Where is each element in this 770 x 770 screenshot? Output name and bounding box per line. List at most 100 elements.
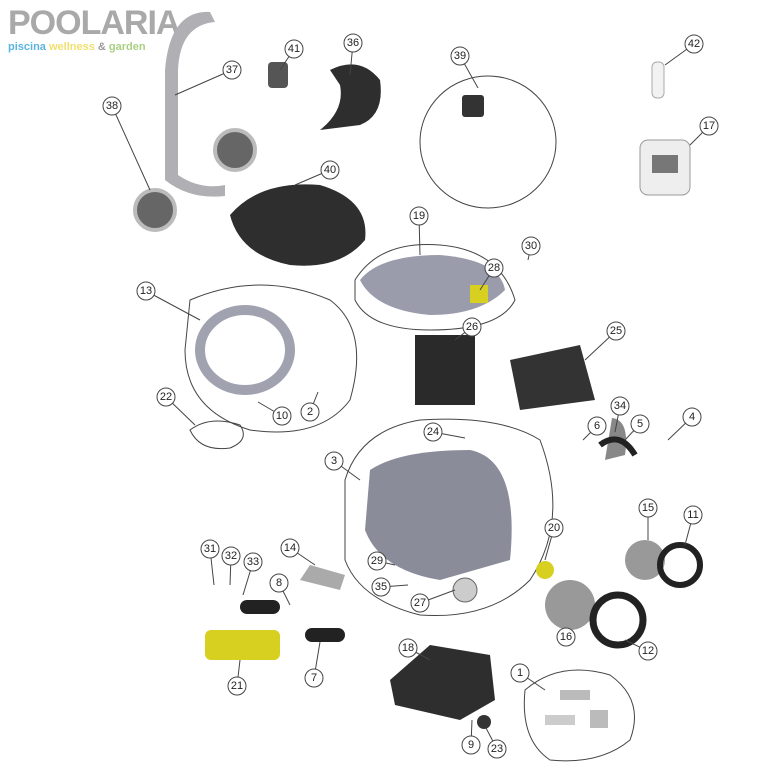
washer-part <box>477 715 491 729</box>
callout-8: 8 <box>269 573 291 606</box>
callout-circle <box>280 538 300 558</box>
callout-circle <box>371 577 391 597</box>
callout-circle <box>343 33 363 53</box>
wheel-15-part <box>625 540 665 580</box>
callout-number: 6 <box>594 420 600 432</box>
callout-circle <box>243 552 263 572</box>
callout-circle <box>324 451 344 471</box>
callout-number: 17 <box>703 120 715 132</box>
logo-tagline: piscina wellness & garden <box>8 41 146 53</box>
callout-number: 30 <box>525 240 537 252</box>
callout-circle <box>102 96 122 116</box>
callout-42: 42 <box>664 34 704 66</box>
callout-39: 39 <box>450 46 479 89</box>
callout-circle <box>410 593 430 613</box>
callout-number: 8 <box>276 577 282 589</box>
track-11-part <box>657 542 703 588</box>
callout-number: 29 <box>371 555 383 567</box>
callout-number: 7 <box>311 672 317 684</box>
switch-part <box>470 285 488 303</box>
callout-circle <box>461 735 481 755</box>
callout-circle <box>638 641 658 661</box>
gear-part <box>536 561 554 579</box>
bubble-13 <box>184 284 358 433</box>
filter-part <box>415 335 475 405</box>
callout-circle <box>304 668 324 688</box>
clip-part <box>268 62 288 88</box>
callout-37: 37 <box>174 60 242 96</box>
callout-circle <box>484 258 504 278</box>
callout-6: 6 <box>582 416 607 441</box>
callout-circle <box>544 518 564 538</box>
callout-number: 5 <box>637 418 643 430</box>
callout-circle <box>227 676 247 696</box>
callout-circle <box>556 627 576 647</box>
callout-11: 11 <box>683 505 703 546</box>
callout-22: 22 <box>156 387 196 426</box>
callout-36: 36 <box>343 33 363 76</box>
pulley-part <box>452 577 478 603</box>
callout-circle <box>638 498 658 518</box>
callout-16: 16 <box>556 627 576 647</box>
callout-number: 34 <box>614 400 626 412</box>
wheel-16-part <box>545 580 595 630</box>
power-supply-panel <box>652 155 678 173</box>
callout-circle <box>682 407 702 427</box>
callout-18: 18 <box>398 638 431 661</box>
callout-9: 9 <box>461 719 481 755</box>
leader-line <box>174 69 233 96</box>
caddy-base-part <box>230 184 366 266</box>
callout-circle <box>521 236 541 256</box>
callout-12: 12 <box>624 639 658 661</box>
callout-number: 15 <box>642 502 654 514</box>
callout-21: 21 <box>227 659 247 696</box>
callout-circle <box>200 539 220 559</box>
callout-circle <box>450 46 470 66</box>
callout-23: 23 <box>485 727 507 759</box>
callout-40: 40 <box>294 160 340 186</box>
wheel-part <box>133 188 177 232</box>
cable-part <box>195 305 295 395</box>
callout-24: 24 <box>423 422 466 442</box>
callout-10: 10 <box>257 401 292 426</box>
caddy-bracket-part <box>320 64 381 130</box>
kit-part <box>560 690 590 700</box>
callout-33: 33 <box>242 552 263 596</box>
callout-circle <box>272 406 292 426</box>
callout-7: 7 <box>304 641 324 688</box>
callout-number: 40 <box>324 164 336 176</box>
callout-number: 4 <box>689 411 695 423</box>
callout-circle <box>398 638 418 658</box>
callout-circle <box>136 281 156 301</box>
callout-circle <box>221 546 241 566</box>
callout-1: 1 <box>510 663 546 691</box>
callout-circle <box>320 160 340 180</box>
callout-number: 39 <box>454 50 466 62</box>
parts <box>133 11 703 729</box>
callout-circle <box>587 416 607 436</box>
callout-circle <box>606 321 626 341</box>
callout-circle <box>684 34 704 54</box>
callout-19: 19 <box>409 206 429 256</box>
leader-line <box>111 105 151 191</box>
kit-part <box>590 710 608 728</box>
callout-34: 34 <box>610 396 630 433</box>
callout-31: 31 <box>200 539 220 586</box>
bar-part <box>300 565 345 590</box>
callout-number: 22 <box>160 391 172 403</box>
callout-35: 35 <box>371 577 409 597</box>
callout-circle <box>284 39 304 59</box>
callout-number: 26 <box>466 321 478 333</box>
callout-number: 1 <box>517 667 523 679</box>
callout-number: 23 <box>491 743 503 755</box>
callout-circle <box>699 116 719 136</box>
callout-4: 4 <box>667 407 702 441</box>
bottom-part <box>390 645 495 720</box>
callout-28: 28 <box>479 258 504 291</box>
top-cover-part <box>360 255 505 315</box>
callout-number: 38 <box>106 100 118 112</box>
callout-number: 41 <box>288 43 300 55</box>
callout-number: 24 <box>427 426 439 438</box>
